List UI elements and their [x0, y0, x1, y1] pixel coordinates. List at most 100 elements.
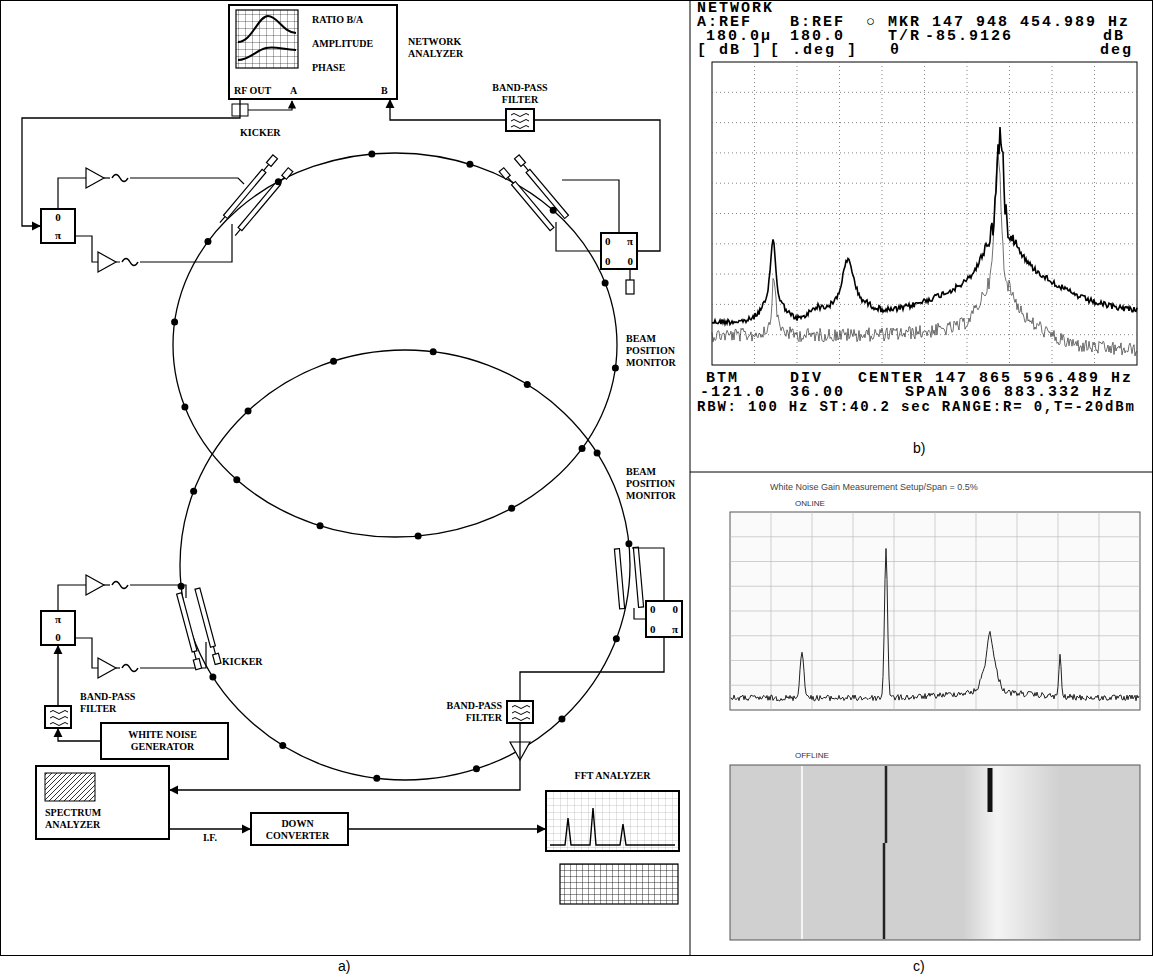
hybrid-box: 0π	[40, 208, 76, 244]
filter-box: BAND-PASS FILTER	[506, 700, 534, 724]
illustration-part	[45, 773, 95, 801]
illustration-part	[112, 175, 128, 182]
screen-readout: ○ MKR 147 948 454.989 Hz	[866, 16, 1130, 30]
screen-readout: -121.0	[700, 386, 766, 400]
screen-readout: 180.0µ	[706, 30, 772, 44]
node-text: PHASE	[312, 62, 345, 74]
node-text: RATIO B/A	[312, 14, 363, 26]
illustration-part	[547, 792, 678, 850]
signal-line	[58, 729, 100, 741]
illustration-part	[130, 178, 244, 184]
illustration-part	[1, 1, 1153, 956]
node-text: π	[672, 623, 678, 635]
part-label: KICKER	[240, 127, 281, 139]
node-text: π	[42, 613, 74, 625]
illustration-part	[104, 584, 110, 585]
part-label: A	[290, 85, 297, 97]
illustration-part	[515, 155, 526, 167]
illustration-part	[76, 236, 98, 262]
node-text: BAND-PASS FILTER	[483, 82, 557, 106]
signal-line	[520, 638, 664, 700]
spectrum-plot	[730, 512, 1140, 940]
ring-dot	[279, 742, 286, 749]
node-text: BAND-PASS FILTER	[80, 691, 146, 715]
illustration-part	[194, 646, 215, 659]
grid-line	[730, 611, 1140, 612]
waterfall-line	[884, 766, 886, 939]
illustration-part	[238, 47, 296, 60]
ring-dot	[245, 407, 252, 414]
generator-box: WHITE NOISE GENERATOR	[100, 722, 229, 760]
illustration-part	[86, 575, 104, 595]
panel-letter: a)	[338, 958, 350, 974]
node-text: 0	[628, 255, 634, 267]
screen-readout: NETWORK	[697, 2, 774, 16]
screen-readout: -85.9126	[925, 30, 1013, 44]
illustration-part	[248, 101, 292, 110]
ring-dot	[275, 178, 282, 185]
filter-symbol	[507, 110, 533, 130]
part-label: BEAM POSITION MONITOR	[626, 333, 688, 369]
screen-readout: BTM	[706, 372, 739, 386]
part-label: OFFLINE	[795, 751, 829, 761]
illustration-part	[632, 548, 664, 600]
ring-dot	[558, 716, 565, 723]
illustration-part	[614, 549, 624, 609]
ring-dot	[204, 238, 211, 245]
filter-wave	[511, 126, 529, 129]
node-text: SPECTRUM ANALYZER	[45, 807, 125, 831]
illustration-part	[180, 350, 630, 780]
signal-label: I.F.	[202, 832, 218, 844]
ring-dot	[613, 635, 620, 642]
ring-dot	[602, 280, 609, 287]
plot-frame	[712, 62, 1137, 365]
illustration-part	[690, 472, 1153, 473]
screen-readout: A:REF	[697, 16, 752, 30]
instrument-screen: FFT ANALYZER	[545, 790, 680, 852]
node-text: 0	[650, 623, 656, 635]
signal-line	[349, 828, 545, 829]
screen-readout: T/R	[888, 30, 921, 44]
illustration-part	[238, 16, 296, 42]
waterfall-band	[962, 766, 1062, 939]
hybrid-box: 0π00	[600, 232, 638, 270]
illustration-part	[193, 659, 201, 670]
illustration-part	[550, 808, 675, 845]
grid-line	[730, 586, 1140, 587]
amplifiers-lower	[58, 575, 206, 678]
illustration-part	[177, 593, 197, 652]
illustration-part	[512, 182, 554, 231]
illustration-part	[526, 169, 568, 218]
plot-frame	[730, 512, 1140, 710]
ring-dot	[233, 476, 240, 483]
ring-dot	[579, 445, 586, 452]
ring-dot	[625, 540, 632, 547]
illustration-part	[633, 547, 643, 607]
measured-trace	[712, 127, 1137, 324]
filter-wave	[512, 706, 530, 709]
node-text: DOWN CONVERTER	[252, 818, 343, 842]
node-text: 0	[650, 603, 656, 615]
illustration-part	[116, 667, 120, 668]
ring-dot	[373, 775, 380, 782]
analyzer-screen	[236, 10, 298, 68]
filter-wave	[512, 718, 530, 721]
illustration-part	[112, 582, 128, 589]
illustration-part	[634, 608, 645, 619]
ring-dot	[415, 532, 422, 539]
grid-line	[1052, 62, 1053, 365]
illustration-part	[629, 270, 630, 280]
illustration-part	[282, 168, 293, 180]
illustration-part	[499, 168, 510, 180]
filter-symbol	[508, 702, 532, 722]
filter-wave	[50, 711, 68, 714]
node-text: 0	[42, 211, 74, 223]
illustration-part	[213, 653, 221, 664]
filter-wave	[50, 723, 68, 726]
illustration-part	[690, 0, 691, 956]
ring-dot	[190, 488, 197, 495]
screen-readout: dB	[1103, 30, 1125, 44]
signal-line	[390, 100, 505, 120]
node-text: WHITE NOISE GENERATOR	[102, 729, 223, 753]
ring-dot	[178, 583, 185, 590]
